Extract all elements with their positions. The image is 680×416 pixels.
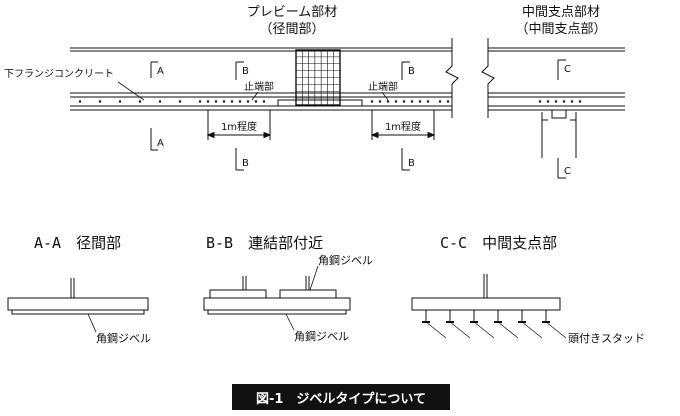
dimension-right-label: 1m程度 (385, 120, 421, 133)
preview-title: プレビーム部材 (247, 5, 338, 20)
section-b-left-top: B (242, 66, 249, 77)
deck-top-lines (70, 47, 625, 52)
angle-steel-label-bb-top: 角鋼ジベル (318, 253, 373, 267)
section-bb-drawing (203, 265, 351, 331)
section-marks (150, 59, 566, 179)
section-aa-drawing (7, 278, 149, 333)
support-block (541, 112, 577, 158)
headed-stud-label: 頭付きスタッド (568, 332, 645, 345)
flange-lines (70, 92, 625, 111)
dimension-left (206, 110, 272, 140)
flange-concrete-label: 下フランジコンクリート (4, 68, 114, 80)
section-cc-drawing (411, 274, 561, 311)
section-a-bottom: A (157, 138, 164, 149)
break-symbol-right (481, 38, 495, 118)
caption-box (232, 384, 450, 410)
section-a-top: A (157, 66, 164, 77)
headed-studs (422, 310, 567, 339)
section-c-top: C (564, 64, 571, 75)
section-cc-title: C-C 中間支点部 (440, 234, 557, 252)
section-b-right-top: B (408, 66, 415, 77)
angle-steel-label-bb-bottom: 角鋼ジベル (294, 329, 349, 343)
stop-end-left-leader (251, 91, 259, 101)
stud-dots (78, 100, 582, 103)
stop-end-right-label: 止端部 (368, 80, 398, 93)
dimension-right (370, 110, 436, 140)
stop-end-left-label: 止端部 (244, 80, 274, 93)
dimension-left-label: 1m程度 (221, 120, 257, 133)
section-bb-title: B-B 連結部付近 (206, 234, 323, 252)
preview-subtitle: （径間部） (259, 22, 324, 37)
figure-caption: 図-1 ジベルタイプについて (256, 392, 426, 407)
support-subtitle: （中間支点部） (515, 22, 606, 37)
angle-steel-label-aa: 角鋼ジベル (96, 331, 151, 345)
section-c-bottom: C (564, 166, 571, 177)
stop-end-right-leader (381, 91, 389, 101)
flange-leader (117, 81, 145, 101)
support-title: 中間支点部材 (522, 5, 600, 20)
section-b-left-bottom: B (242, 158, 249, 169)
break-symbol-left (445, 38, 459, 118)
section-b-right-bottom: B (408, 158, 415, 169)
joint-plate (277, 99, 363, 107)
preview-grid-lines (296, 50, 340, 105)
support-cap (551, 109, 567, 119)
section-aa-title: A-A 径間部 (34, 234, 121, 252)
